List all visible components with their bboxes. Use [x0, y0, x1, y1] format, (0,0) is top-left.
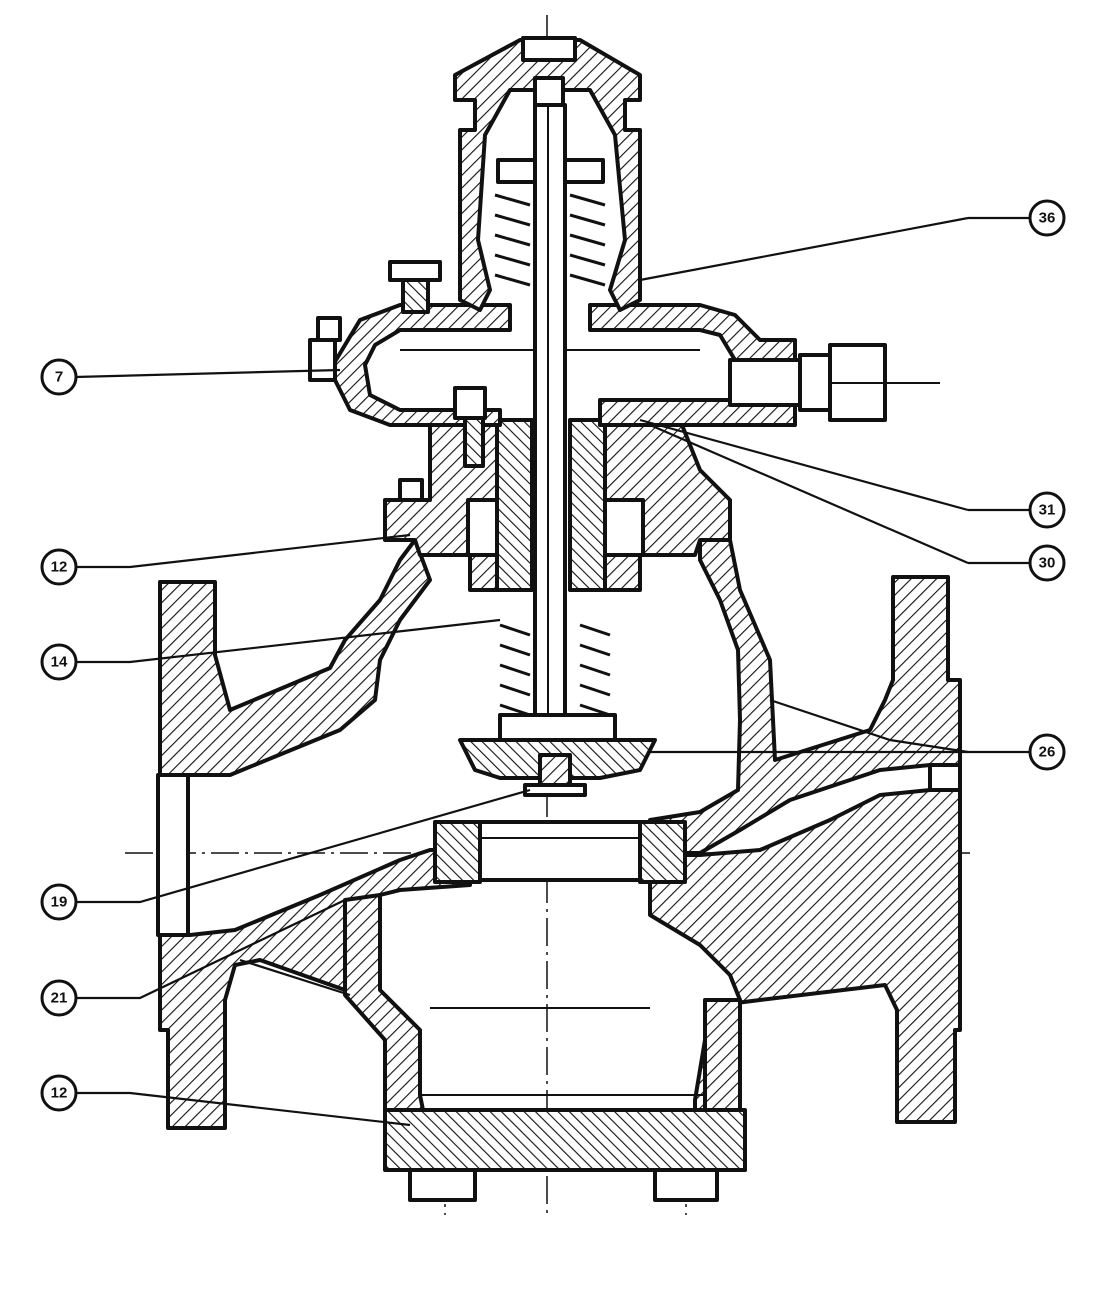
callout-19: 19 — [40, 883, 78, 921]
callout-7: 7 — [40, 358, 78, 396]
callout-26: 26 — [1028, 733, 1066, 771]
upper-spring — [494, 193, 606, 287]
callout-label: 21 — [51, 990, 68, 1007]
callout-label: 30 — [1039, 555, 1056, 572]
leader-lines — [74, 216, 1030, 1127]
callout-label: 19 — [51, 894, 68, 911]
callout-31: 31 — [1028, 491, 1066, 529]
callout-label: 26 — [1039, 744, 1056, 761]
callout-label: 36 — [1039, 210, 1056, 227]
spring-housing — [388, 36, 642, 314]
diaphragm-housing — [308, 303, 940, 468]
callout-label: 12 — [51, 1085, 68, 1102]
callout-12-top: 12 — [40, 548, 78, 586]
callout-14: 14 — [40, 643, 78, 681]
valve-plug — [458, 713, 657, 797]
callout-label: 14 — [51, 654, 68, 671]
callout-21: 21 — [40, 979, 78, 1017]
callout-label: 7 — [55, 369, 63, 386]
bonnet — [383, 418, 732, 592]
callout-label: 31 — [1039, 502, 1056, 519]
callout-12-bottom: 12 — [40, 1074, 78, 1112]
body-lower — [343, 893, 747, 1202]
seat-ring — [433, 820, 687, 884]
valve-stem — [533, 103, 567, 717]
lower-spring — [499, 623, 611, 717]
right-flange — [648, 538, 962, 1172]
callout-36: 36 — [1028, 199, 1066, 237]
callout-label: 12 — [51, 559, 68, 576]
callout-30: 30 — [1028, 544, 1066, 582]
